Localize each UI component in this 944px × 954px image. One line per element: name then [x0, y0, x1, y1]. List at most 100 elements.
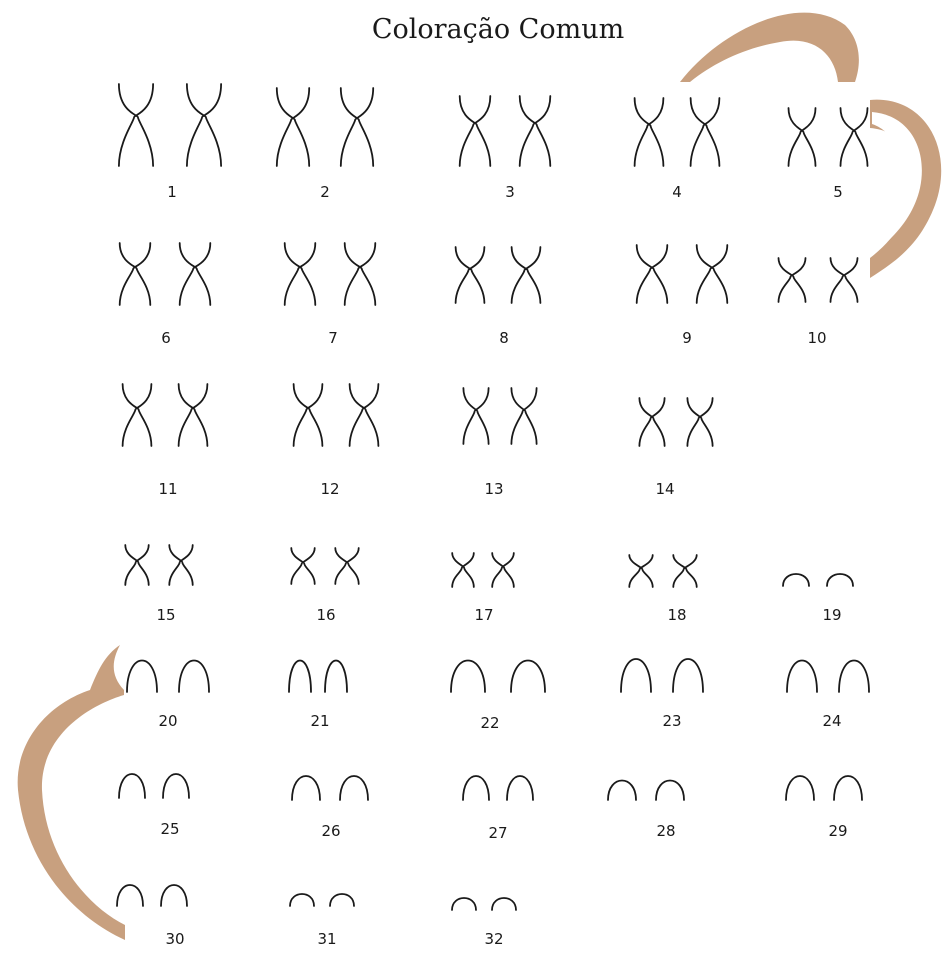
- chromosome-label: 31: [317, 930, 336, 948]
- chromatid-2: [179, 384, 208, 446]
- chromosome-pair-31: [290, 894, 354, 906]
- chromosome-pair-10: [779, 258, 858, 302]
- chromosome-pair-18: [629, 555, 696, 587]
- chromosome-pair-11: [123, 384, 208, 446]
- chromosome-label: 24: [822, 712, 841, 730]
- chromatid-1: [787, 661, 817, 693]
- chromatid-2: [511, 388, 536, 444]
- chromosome-pair-26: [292, 776, 368, 800]
- chromosome-label: 30: [165, 930, 184, 948]
- chromatid-1: [456, 247, 485, 303]
- chromatid-2: [687, 398, 712, 446]
- chromatid-1: [125, 545, 148, 585]
- chromosome-label: 29: [828, 822, 847, 840]
- chromosome-label: 20: [158, 712, 177, 730]
- chromosome-label: 9: [682, 329, 692, 347]
- chromatid-2: [325, 661, 347, 693]
- chromosome-label: 6: [161, 329, 171, 347]
- chromosome-label: 26: [321, 822, 340, 840]
- chromatid-1: [120, 243, 151, 305]
- chromatid-1: [285, 243, 316, 305]
- chromatid-1: [277, 88, 309, 166]
- chromatid-2: [187, 84, 221, 166]
- chromosome-pair-23: [621, 659, 703, 692]
- chromosome-pair-6: [120, 243, 211, 305]
- chromatid-2: [827, 574, 853, 586]
- chromatid-1: [452, 553, 474, 587]
- chromosome-pair-15: [125, 545, 192, 585]
- chromosome-label: 22: [480, 714, 499, 732]
- chromatid-2: [492, 898, 516, 910]
- chromatid-1: [635, 98, 664, 166]
- chromatid-2: [831, 258, 858, 302]
- chromosome-label: 16: [316, 606, 335, 624]
- chromosome-pair-5: [789, 108, 868, 166]
- chromatid-1: [783, 574, 809, 586]
- chromosome-label: 17: [474, 606, 493, 624]
- chromosome-label: 7: [328, 329, 338, 347]
- chromosome-pair-16: [291, 548, 358, 584]
- chromosome-label: 27: [488, 824, 507, 842]
- chromatid-1: [463, 388, 488, 444]
- chromatid-1: [637, 245, 668, 303]
- chromosome-label: 8: [499, 329, 509, 347]
- chromatid-2: [179, 661, 209, 693]
- chromosome-pair-30: [117, 885, 187, 906]
- chromatid-1: [291, 548, 314, 584]
- chromatid-2: [180, 243, 211, 305]
- chromatid-1: [289, 661, 311, 693]
- chromosome-label: 32: [484, 930, 503, 948]
- chromatid-1: [789, 108, 816, 166]
- chromosome-pair-24: [787, 661, 869, 693]
- chromosome-pair-12: [294, 384, 379, 446]
- chromatid-1: [452, 898, 476, 910]
- chromatid-2: [673, 555, 696, 587]
- chromatid-2: [834, 776, 862, 800]
- chromosome-pair-29: [786, 776, 862, 800]
- chromosome-pair-9: [637, 245, 728, 303]
- chromosome-label: 13: [484, 480, 503, 498]
- chromatid-1: [463, 776, 489, 800]
- chromatid-1: [119, 84, 153, 166]
- chromatid-2: [169, 545, 192, 585]
- chromosome-pair-7: [285, 243, 376, 305]
- chromosome-label: 3: [505, 183, 515, 201]
- chromosome-pair-32: [452, 898, 516, 910]
- chromosome-pair-21: [289, 661, 347, 693]
- chromatid-2: [330, 894, 354, 906]
- chromatid-2: [492, 553, 514, 587]
- chromatid-1: [292, 776, 320, 800]
- chromatid-2: [340, 776, 368, 800]
- chromatid-1: [460, 96, 491, 166]
- chromatid-2: [673, 659, 703, 692]
- chromatid-1: [117, 885, 143, 906]
- chromatid-1: [608, 781, 636, 801]
- chromatid-2: [341, 88, 373, 166]
- chromosome-label: 15: [156, 606, 175, 624]
- chromosome-label: 25: [160, 820, 179, 838]
- chromatid-1: [629, 555, 652, 587]
- chromatid-2: [841, 108, 868, 166]
- chromatid-2: [163, 774, 189, 798]
- chromosome-label: 1: [167, 183, 177, 201]
- chromatid-2: [512, 247, 541, 303]
- chromosome-pair-13: [463, 388, 536, 444]
- chromosome-pair-17: [452, 553, 514, 587]
- chromosome-label: 14: [655, 480, 674, 498]
- chromosome-label: 12: [320, 480, 339, 498]
- chromosome-pair-19: [783, 574, 853, 586]
- chromosome-label: 18: [667, 606, 686, 624]
- chromosome-pair-3: [460, 96, 551, 166]
- chromatid-1: [621, 659, 651, 692]
- chromosome-label: 23: [662, 712, 681, 730]
- chromatid-1: [127, 661, 157, 693]
- chromosome-pair-8: [456, 247, 541, 303]
- chromatid-1: [290, 894, 314, 906]
- chromosome-label: 19: [822, 606, 841, 624]
- chromosome-pair-20: [127, 661, 209, 693]
- chromatid-1: [123, 384, 152, 446]
- chromosome-pair-2: [277, 88, 373, 166]
- chromatid-2: [161, 885, 187, 906]
- chromosome-pair-27: [463, 776, 533, 800]
